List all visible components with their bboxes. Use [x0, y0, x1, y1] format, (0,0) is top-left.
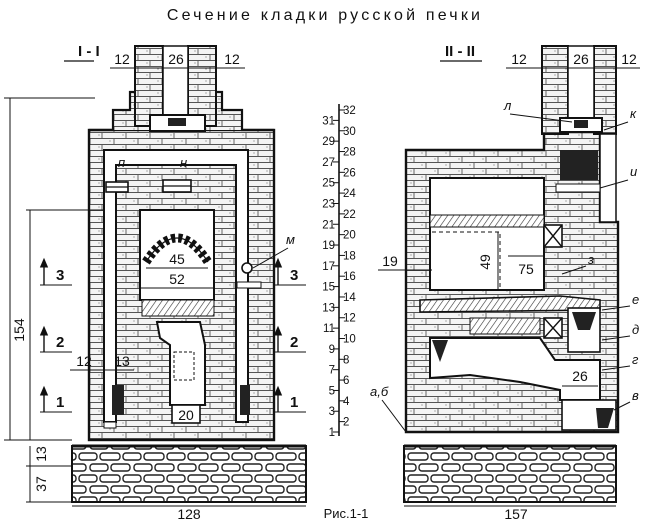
course-number-right: 26: [343, 167, 356, 179]
right-top-dim-1: 12: [511, 51, 527, 67]
right-dim-75: 75: [518, 261, 534, 277]
course-number-right: 10: [343, 334, 356, 346]
label-i: и: [630, 164, 637, 179]
course-number-left: 13: [322, 302, 335, 314]
course-number-right: 6: [343, 375, 349, 387]
left-dim-13: 13: [114, 353, 130, 369]
course-number-left: 31: [322, 115, 335, 127]
course-number-left: 27: [322, 157, 335, 169]
left-dim-45: 45: [169, 251, 185, 267]
label-d: д: [632, 322, 639, 337]
figure-caption: Рис.1-1: [324, 506, 369, 521]
left-marker-1: 1: [56, 394, 64, 411]
left-width-dim: 128: [177, 506, 201, 522]
label-p: п: [118, 155, 125, 170]
left-marker-2: 2: [56, 334, 64, 351]
course-number-left: 3: [329, 406, 335, 418]
course-scale-right: 32 30 28 26 24 22 20 18 16 14 12 10 8 6 4 2: [339, 105, 356, 429]
label-v: в: [632, 388, 639, 403]
course-number-right: 14: [343, 292, 356, 304]
left-dim-12: 12: [76, 353, 92, 369]
label-z: з: [587, 252, 594, 267]
left-top-dim-1: 12: [114, 51, 130, 67]
label-l: л: [503, 98, 512, 113]
course-number-left: 21: [322, 219, 335, 231]
section-left-name: I - I: [78, 43, 100, 60]
course-number-left: 1: [329, 427, 335, 439]
course-number-right: 16: [343, 271, 356, 283]
course-number-right: 20: [343, 230, 356, 242]
left-dim-52: 52: [169, 271, 185, 287]
course-number-right: 32: [343, 105, 356, 117]
course-number-right: 30: [343, 126, 356, 138]
label-g: г: [632, 352, 639, 367]
label-n: н: [180, 155, 187, 170]
left-foundation: [71, 445, 307, 503]
course-number-left: 19: [322, 240, 335, 252]
right-lower-chamber: [429, 337, 601, 401]
course-number-right: 2: [343, 417, 349, 429]
left-course-markers: 3 2 1 3 2 1: [39, 257, 306, 413]
course-number-left: 15: [322, 282, 335, 294]
label-e: е: [632, 292, 639, 307]
left-marker-3b: 3: [290, 267, 298, 284]
left-base-dim-37: 37: [33, 476, 49, 492]
course-number-left: 25: [322, 178, 335, 190]
section-left: 12 26 12 I - I 45 52 12 13 20 п н м 154 …: [4, 43, 307, 522]
label-k: к: [630, 106, 637, 121]
right-top-dim-2: 26: [573, 51, 589, 67]
left-chimney-a: [134, 45, 164, 127]
course-number-left: 23: [322, 198, 335, 210]
left-base-dim-13: 13: [33, 446, 49, 462]
right-dim-49: 49: [477, 254, 493, 270]
right-dim-26: 26: [572, 368, 588, 384]
drawing-title: Сечение кладки русской печки: [167, 7, 483, 24]
course-number-left: 17: [322, 261, 335, 273]
right-width-dim: 157: [504, 506, 528, 522]
section-right-name: II - II: [445, 43, 475, 60]
course-number-left: 9: [329, 344, 335, 356]
left-top-dim-2: 26: [168, 51, 184, 67]
label-m: м: [286, 232, 295, 247]
right-foundation: [403, 445, 617, 503]
right-top-dim-3: 12: [621, 51, 637, 67]
course-number-right: 24: [343, 188, 356, 200]
course-number-left: 29: [322, 136, 335, 148]
right-dim-19: 19: [382, 253, 398, 269]
label-ab: а,б: [370, 384, 389, 399]
course-number-right: 18: [343, 250, 356, 262]
course-number-right: 28: [343, 147, 356, 159]
section-right: 12 26 12 II - II 19 49 75 26 л к и з е д…: [370, 43, 640, 522]
course-number-right: 22: [343, 209, 356, 221]
left-top-dim-3: 12: [224, 51, 240, 67]
left-dim-20: 20: [178, 407, 194, 423]
course-number-right: 8: [343, 354, 349, 366]
course-number-right: 12: [343, 313, 356, 325]
left-marker-2b: 2: [290, 334, 298, 351]
left-marker-3: 3: [56, 267, 64, 284]
course-number-left: 5: [329, 385, 335, 397]
course-number-left: 7: [329, 365, 335, 377]
course-number-right: 4: [343, 396, 350, 408]
course-number-left: 11: [323, 323, 335, 335]
left-height-dim: 154: [11, 318, 27, 342]
left-marker-1b: 1: [290, 394, 298, 411]
